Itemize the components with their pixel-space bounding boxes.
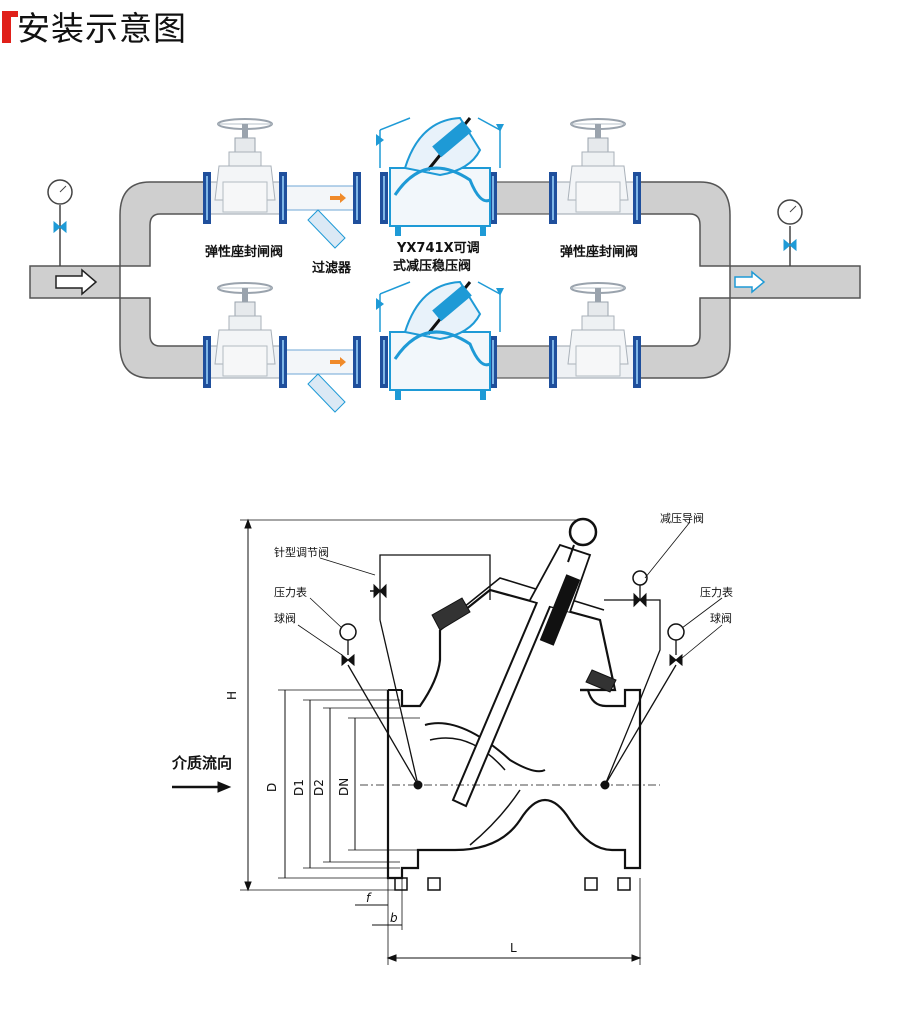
- dim-H-label: H: [225, 691, 239, 700]
- installation-schematic: 弹性座封闸阀 过滤器 YX741X可调 式减压稳压阀 弹性座封闸阀: [29, 116, 861, 413]
- label-gauge-left: 压力表: [274, 585, 307, 599]
- dim-D2-label: D2: [312, 779, 326, 796]
- pressure-reducing-valve-lower-icon: [376, 280, 504, 400]
- upper-bypass-elbow-left: [119, 181, 206, 267]
- gate-valve-lower-right-icon: [567, 282, 629, 377]
- filter-leg-lower: [307, 373, 346, 413]
- pressure-gauge-outlet-icon: [777, 199, 803, 266]
- dim-D-label: D: [265, 783, 279, 792]
- filter-leg-upper: [307, 209, 346, 249]
- label-ball-valve-right: 球阀: [710, 611, 732, 625]
- title-marker-icon: [2, 11, 18, 43]
- gate-valve-upper-left-icon: [214, 118, 276, 213]
- dim-f-label: f: [366, 891, 372, 905]
- filter-arrow-lower-icon: [330, 357, 346, 367]
- label-gauge-right: 压力表: [700, 585, 733, 599]
- gate-valve-lower-left-icon: [214, 282, 276, 377]
- dim-b-label: b: [390, 911, 398, 925]
- valve-dimension-drawing: [172, 517, 723, 965]
- label-gate-valve-right: 弹性座封闸阀: [560, 244, 638, 260]
- pressure-reducing-valve-upper-icon: [376, 116, 504, 236]
- filter-arrow-upper-icon: [330, 193, 346, 203]
- label-prv-line1: YX741X可调: [396, 241, 480, 256]
- label-ball-valve-left: 球阀: [274, 611, 296, 625]
- page-title: 安装示意图: [0, 6, 187, 48]
- upper-bypass-elbow-right: [639, 181, 731, 267]
- title-text: 安装示意图: [17, 9, 187, 48]
- label-filter: 过滤器: [312, 260, 352, 276]
- inlet-flow-arrow-icon: [55, 268, 98, 296]
- label-needle-valve: 针型调节阀: [274, 545, 329, 559]
- dim-L-label: L: [510, 941, 517, 955]
- label-prv-line2: 式减压稳压阀: [393, 258, 471, 274]
- pressure-gauge-inlet-icon: [47, 179, 73, 266]
- gate-valve-upper-right-icon: [567, 118, 629, 213]
- label-pilot-valve: 减压导阀: [660, 511, 704, 525]
- label-flow-direction: 介质流向: [171, 754, 232, 772]
- lower-bypass-elbow-left: [119, 297, 206, 379]
- dim-DN-label: DN: [337, 778, 351, 796]
- lower-bypass-elbow-right: [639, 297, 731, 379]
- bottom-labels: 针型调节阀 压力表 球阀 减压导阀 压力表 球阀 介质流向 H D D1 D2 …: [171, 511, 733, 955]
- label-gate-valve-left: 弹性座封闸阀: [205, 244, 283, 260]
- outlet-flow-arrow-icon: [734, 270, 766, 294]
- dim-D1-label: D1: [292, 779, 306, 796]
